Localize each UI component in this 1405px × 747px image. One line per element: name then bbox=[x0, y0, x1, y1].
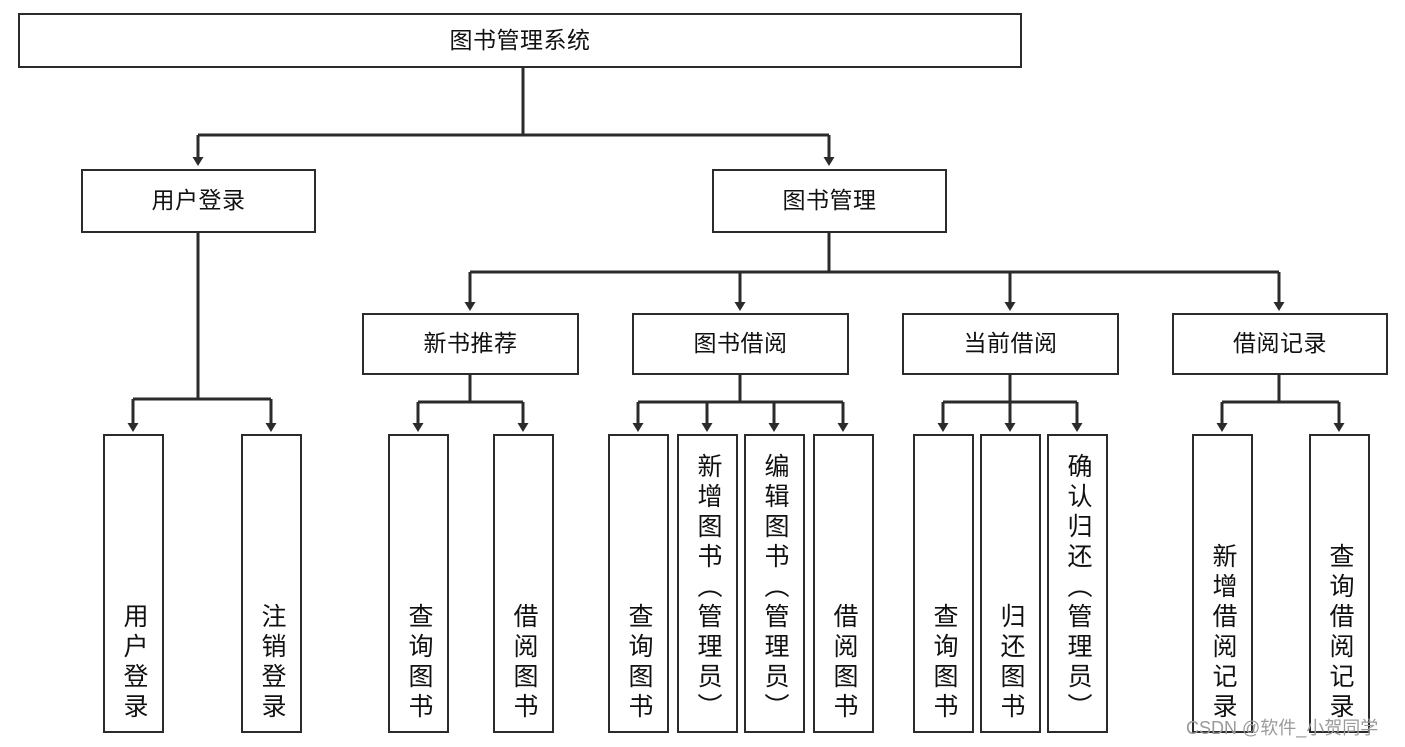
node-label: 用户登录 bbox=[120, 603, 148, 723]
node-label: 新增借阅记录 bbox=[1209, 543, 1237, 723]
leaf-user-login-login[interactable]: 用户登录 bbox=[103, 434, 164, 733]
node-current-borrowing[interactable]: 当前借阅 bbox=[902, 313, 1119, 375]
node-label: 借阅图书 bbox=[830, 603, 858, 723]
node-label: 用户登录 bbox=[151, 187, 246, 214]
node-label: 新增图书（管理员） bbox=[694, 453, 722, 723]
leaf-current-return-books[interactable]: 归还图书 bbox=[980, 434, 1041, 733]
leaf-borrow-borrow-books[interactable]: 借阅图书 bbox=[813, 434, 874, 733]
node-label: 查询借阅记录 bbox=[1326, 543, 1354, 723]
node-label: 查询图书 bbox=[930, 603, 958, 723]
leaf-new-book-borrow-books[interactable]: 借阅图书 bbox=[493, 434, 554, 733]
node-label: 归还图书 bbox=[997, 603, 1025, 723]
node-label: 图书借阅 bbox=[693, 330, 788, 357]
node-label: 注销登录 bbox=[258, 603, 286, 723]
node-label: 编辑图书（管理员） bbox=[761, 453, 789, 723]
node-root-library-management-system[interactable]: 图书管理系统 bbox=[18, 13, 1022, 68]
leaf-borrow-edit-book-admin[interactable]: 编辑图书（管理员） bbox=[744, 434, 805, 733]
leaf-record-query-borrow-record[interactable]: 查询借阅记录 bbox=[1309, 434, 1370, 733]
node-label: 查询图书 bbox=[405, 603, 433, 723]
node-user-login[interactable]: 用户登录 bbox=[81, 169, 316, 233]
watermark: CSDN @软件_小贺同学 bbox=[1186, 718, 1379, 738]
leaf-borrow-query-books[interactable]: 查询图书 bbox=[608, 434, 669, 733]
node-book-borrowing[interactable]: 图书借阅 bbox=[632, 313, 849, 375]
node-label: 确认归还（管理员） bbox=[1064, 453, 1092, 723]
node-label: 借阅图书 bbox=[510, 603, 538, 723]
node-borrowing-records[interactable]: 借阅记录 bbox=[1172, 313, 1388, 375]
node-new-book-recommendation[interactable]: 新书推荐 bbox=[362, 313, 579, 375]
leaf-record-add-borrow-record[interactable]: 新增借阅记录 bbox=[1192, 434, 1253, 733]
leaf-borrow-add-book-admin[interactable]: 新增图书（管理员） bbox=[677, 434, 738, 733]
node-label: 图书管理系统 bbox=[449, 26, 591, 53]
node-label: 当前借阅 bbox=[963, 330, 1058, 357]
leaf-current-confirm-return-admin[interactable]: 确认归还（管理员） bbox=[1047, 434, 1108, 733]
node-label: 图书管理 bbox=[782, 187, 877, 214]
node-book-management[interactable]: 图书管理 bbox=[712, 169, 947, 233]
node-label: 新书推荐 bbox=[423, 330, 518, 357]
leaf-user-login-logout[interactable]: 注销登录 bbox=[241, 434, 302, 733]
node-label: 查询图书 bbox=[625, 603, 653, 723]
leaf-current-query-books[interactable]: 查询图书 bbox=[913, 434, 974, 733]
leaf-new-book-query-books[interactable]: 查询图书 bbox=[388, 434, 449, 733]
node-label: 借阅记录 bbox=[1233, 330, 1327, 357]
